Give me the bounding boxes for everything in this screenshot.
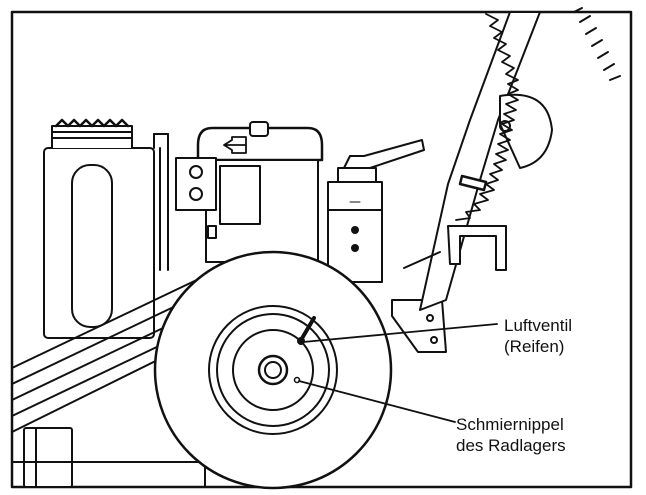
air-valve-marker (297, 337, 305, 345)
left-tank (43, 118, 169, 339)
frame-border (10, 10, 633, 489)
valve-block (327, 139, 425, 283)
callout-air-valve-line1: Luftventil (504, 316, 573, 335)
wheel (153, 250, 393, 490)
callout-grease-nipple-line1: Schmiernippel (456, 415, 564, 434)
callout-grease-nipple-line2: des Radlagers (456, 436, 566, 455)
coiled-hose (403, 13, 519, 269)
wheel-bracket (391, 299, 447, 353)
motor-housing (175, 121, 324, 263)
callout-air-valve-line2: (Reifen) (504, 337, 565, 356)
callout-air-valve: Luftventil (Reifen) (504, 315, 572, 357)
leader-line-air-valve (302, 323, 498, 343)
handle-arm (419, 7, 621, 311)
leader-line-grease-nipple (298, 380, 456, 423)
left-chassis (11, 133, 206, 488)
callout-grease-nipple: Schmiernippel des Radlagers (456, 414, 566, 456)
